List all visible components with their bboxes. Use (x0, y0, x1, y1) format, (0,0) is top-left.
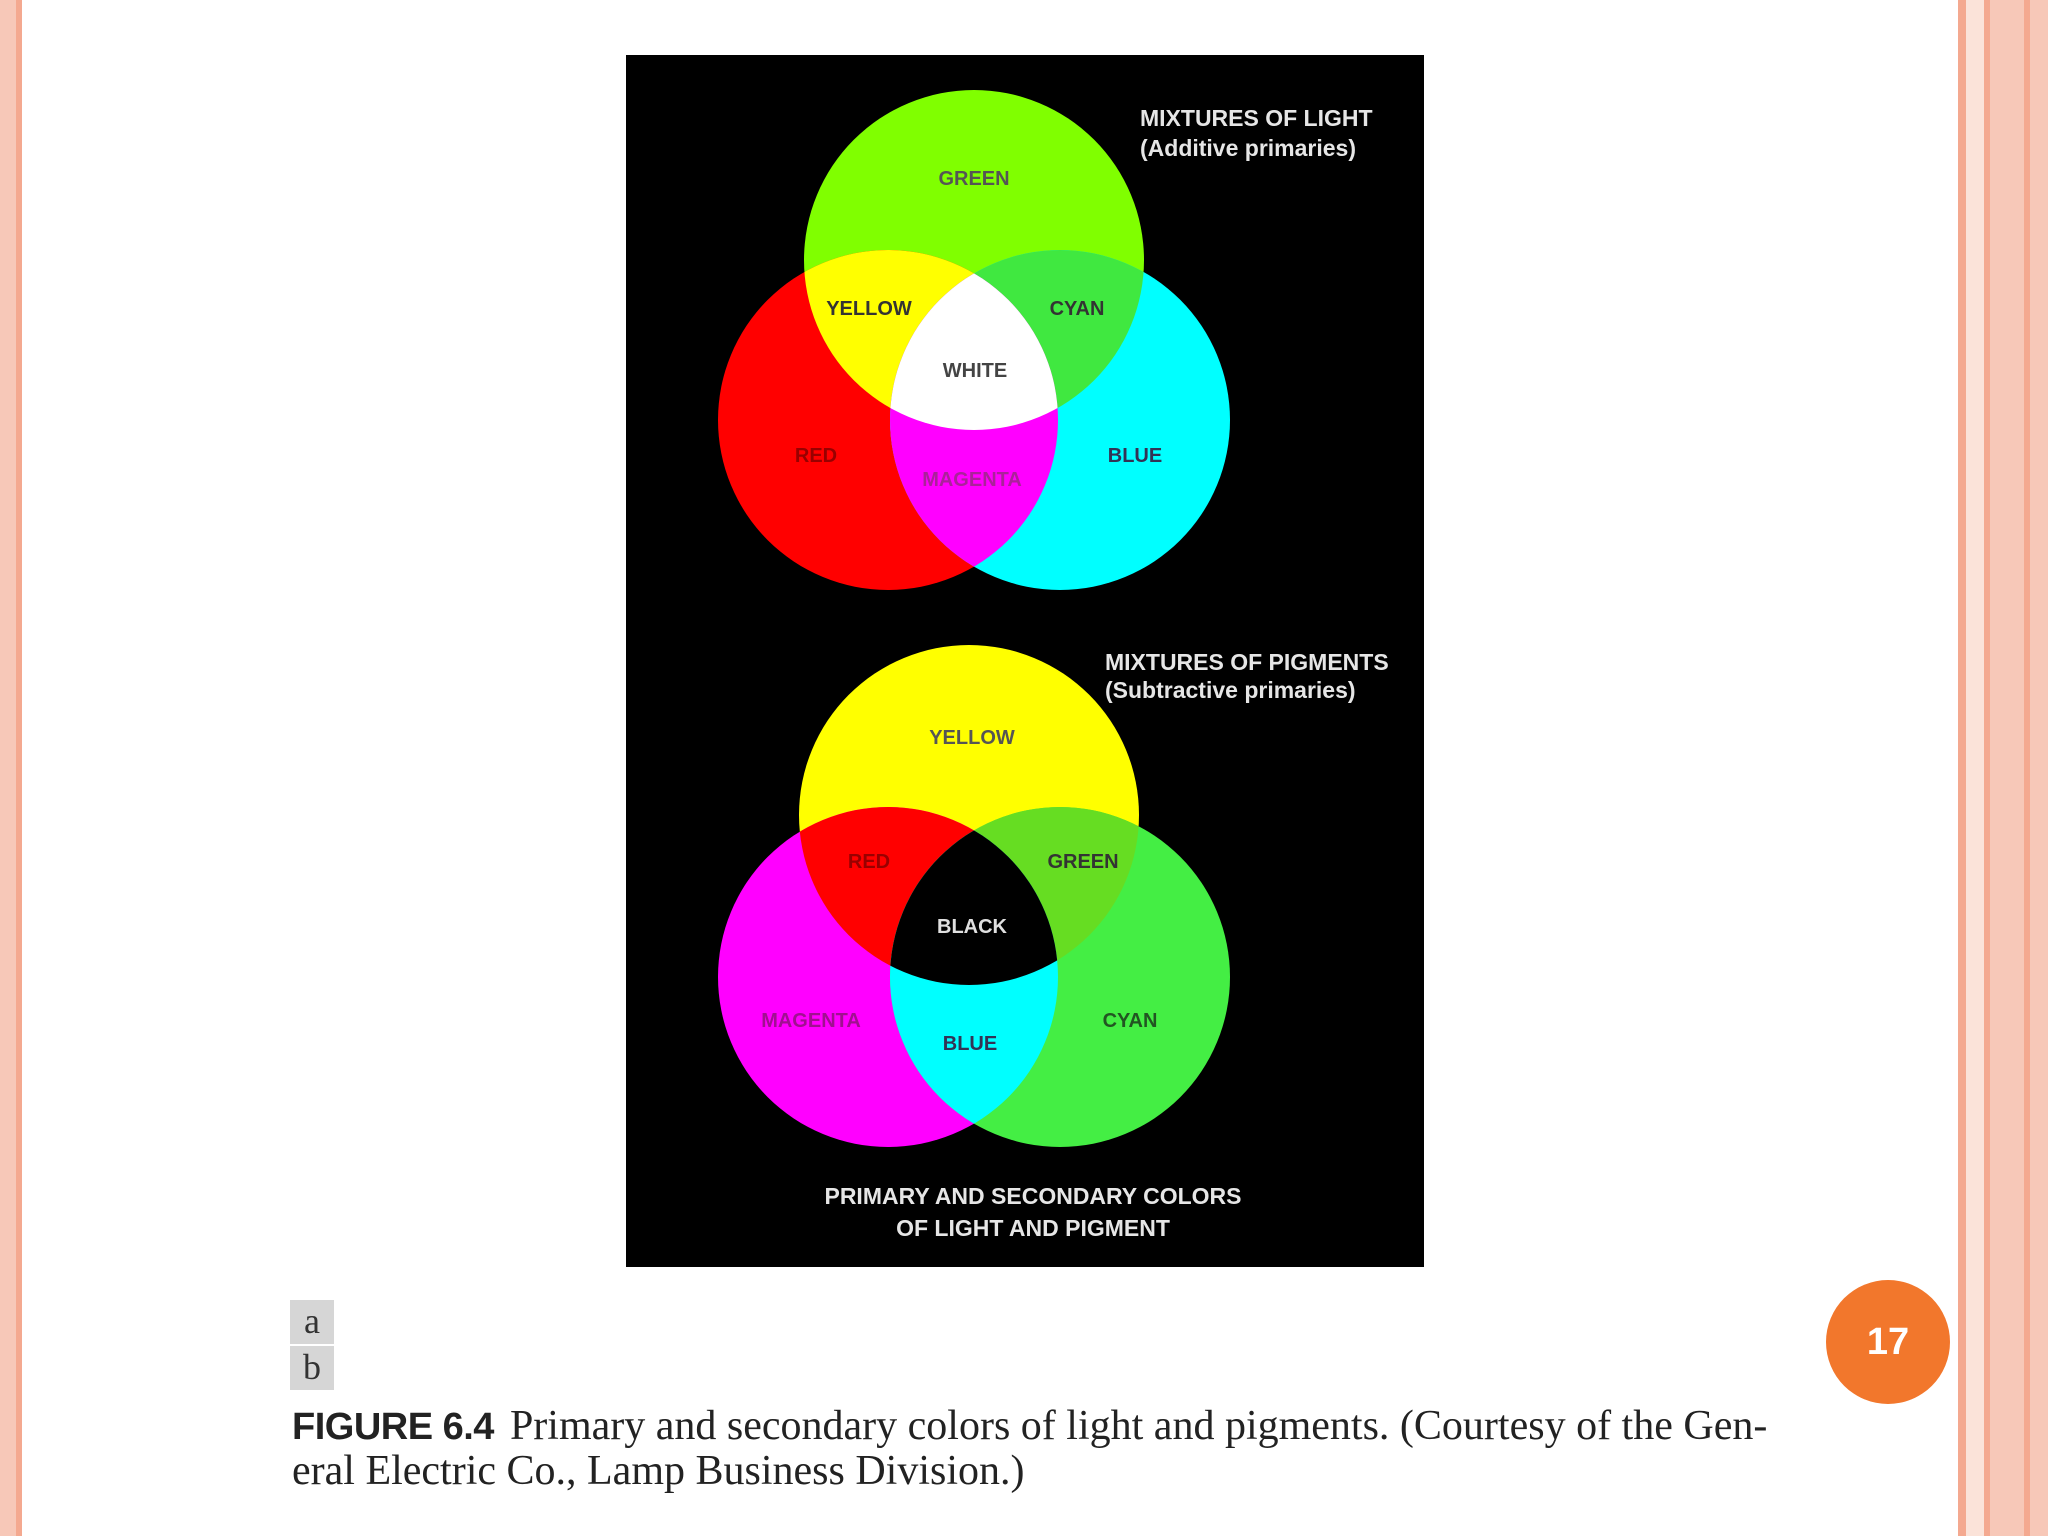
pigment-region-center (890, 807, 1058, 985)
figure-caption: FIGURE 6.4 Primary and secondary colors o… (292, 1404, 1792, 1493)
light-label-center: WHITE (943, 360, 1007, 382)
light-label-right: BLUE (1108, 445, 1162, 467)
slide-frame-right-line (1984, 0, 1990, 1536)
slide-frame-right-band (1966, 0, 1984, 1536)
color-mixing-svg: GREEN YELLOW CYAN WHITE RED MAGENTA BLUE… (718, 90, 1389, 1241)
light-label-top: GREEN (938, 168, 1009, 190)
figure-footer-line2: OF LIGHT AND PIGMENT (896, 1215, 1170, 1241)
additive-venn: GREEN YELLOW CYAN WHITE RED MAGENTA BLUE… (718, 90, 1373, 590)
pigment-label-bottom: BLUE (943, 1033, 997, 1055)
caption-line-2: eral Electric Co., Lamp Business Divisio… (292, 1448, 1025, 1494)
pigment-label-top-left: RED (848, 851, 890, 873)
figure-footer-line1: PRIMARY AND SECONDARY COLORS (824, 1183, 1241, 1209)
light-region-center (890, 250, 1058, 430)
panel-label-b: b (290, 1346, 334, 1390)
caption-line-1: FIGURE 6.4 Primary and secondary colors o… (292, 1404, 1792, 1449)
slide-frame-right-edge (2024, 0, 2030, 1536)
light-title-line2: (Additive primaries) (1140, 135, 1356, 161)
pigment-title-line1: MIXTURES OF PIGMENTS (1105, 649, 1389, 675)
pigment-label-left: MAGENTA (761, 1010, 861, 1032)
caption-text-1: Primary and secondary colors of light an… (509, 1403, 1768, 1449)
pigment-label-top: YELLOW (929, 727, 1015, 749)
light-title-line1: MIXTURES OF LIGHT (1140, 105, 1373, 131)
color-mixing-figure: GREEN YELLOW CYAN WHITE RED MAGENTA BLUE… (626, 55, 1424, 1267)
panel-label-a: a (290, 1300, 334, 1344)
light-label-top-left: YELLOW (826, 298, 912, 320)
pigment-label-right: CYAN (1103, 1010, 1158, 1032)
slide-frame-left-inner (16, 0, 22, 1536)
light-label-left: RED (795, 445, 837, 467)
page-number-badge: 17 (1826, 1280, 1950, 1404)
pigment-label-center: BLACK (937, 916, 1008, 938)
pigment-label-top-right: GREEN (1047, 851, 1118, 873)
slide-frame-right-outer (1990, 0, 2048, 1536)
slide-frame-right-inner (1958, 0, 1966, 1536)
light-label-bottom: MAGENTA (922, 469, 1022, 491)
pigment-title-line2: (Subtractive primaries) (1105, 677, 1356, 703)
figure-label: FIGURE 6.4 (292, 1406, 494, 1448)
light-label-top-right: CYAN (1050, 298, 1105, 320)
slide-frame-left-outer (0, 0, 16, 1536)
subtractive-venn: YELLOW RED GREEN BLACK MAGENTA BLUE CYAN… (718, 645, 1389, 1147)
